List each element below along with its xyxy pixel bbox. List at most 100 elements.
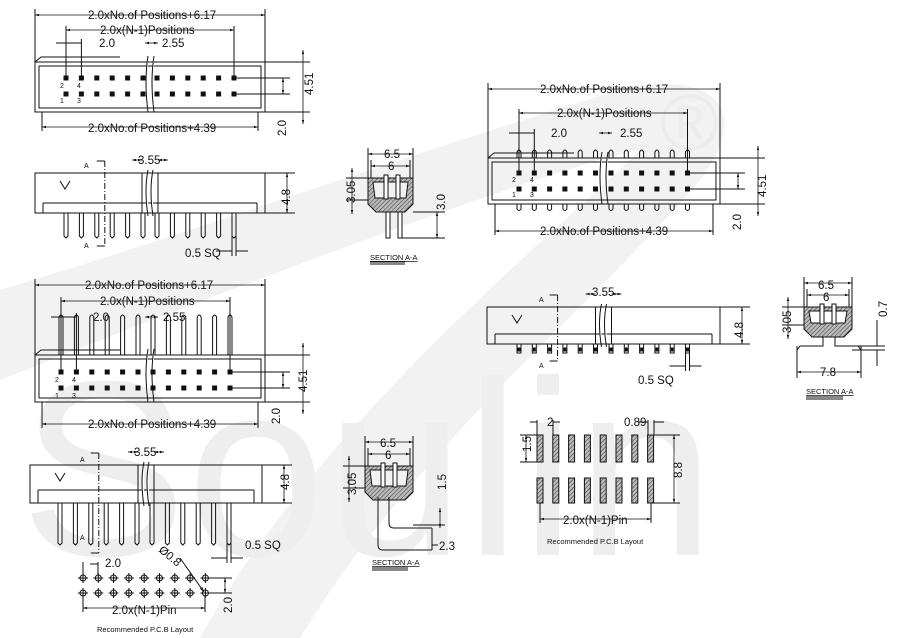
pin-label: 3 [72,393,76,400]
smt-pin-bottom [685,204,690,211]
pin [516,186,522,192]
dim-tail: 3.0 [436,194,448,210]
ra-pin-top [181,314,187,355]
pin [140,91,146,97]
pcb-pad [615,477,623,504]
pin-label: 2 [512,177,516,184]
pcb-pad [568,434,576,463]
pin [669,186,675,192]
pin [165,385,171,391]
pin-tail [211,503,217,546]
pin [639,186,645,192]
pin [94,75,100,81]
watermark-swoosh [0,84,725,638]
smt-pin-bottom [562,204,568,211]
pin [150,369,156,375]
pcb-pad [536,477,544,504]
smt-pin-bottom [639,204,645,211]
pin [216,75,222,81]
dim-height: 4.8 [280,474,292,490]
dim-key: 3.55 [134,447,156,459]
pin [58,385,64,391]
smt-pin-bottom [516,204,522,211]
pin [169,75,175,81]
pin-tail [88,503,94,546]
dim-outer: 6.5 [380,438,396,450]
dim-inner: 6 [385,450,391,462]
smt-pin-bottom [623,204,629,211]
pin-tail [57,503,63,546]
pin [125,91,131,97]
pin [577,170,583,176]
pcb-pad [583,434,591,463]
pin-label: 3 [530,192,534,199]
dim-key: 3.55 [138,155,160,167]
pin-tail [164,503,170,546]
pin [63,91,69,97]
section-mark: A [84,243,89,250]
pcb-pad [552,434,560,463]
pin-tail [216,213,222,239]
ra-pin-top [196,314,202,355]
pin-label: 1 [512,192,516,199]
pin [395,174,401,200]
section-mark: A [80,457,85,464]
break-line [145,169,154,217]
pin-tip [517,347,521,352]
pcb-caption: Recommended P.C.B Layout [97,625,194,634]
pin-tail [134,503,140,546]
dim-pitch: 2.0 [105,558,121,570]
smt-pin-bottom [669,204,675,211]
ra-top-view-labels: 2.0xNo.of Positions+6.17 2.0x(N-1)Positi… [55,280,310,431]
smt-pin-top [623,149,629,158]
pin [169,91,175,97]
dim-gap: 2.55 [162,38,184,50]
pin-tip [563,347,567,352]
pin [623,186,629,192]
pcb-caption: Recommended P.C.B Layout [547,537,644,546]
housing-inner [491,161,717,201]
break-line [599,303,607,348]
pin [212,385,218,391]
dim-span: 2.0x(N-1)Pin [112,605,177,617]
ra-pin-top [104,314,110,355]
section-title: SECTION A-A [372,558,420,567]
smt-pin-top [577,149,583,158]
smt-pin-top [669,149,675,158]
pin-tail [119,503,125,546]
smt-foot [796,337,862,351]
smt-pin-bottom [577,204,583,211]
pin-tip [609,347,613,352]
straight-section-labels: 6.5 6 3.05 3.0 SECTION A-A [346,149,448,262]
pin [547,170,553,176]
dim-overall: 2.0xNo.of Positions+6.17 [88,10,216,22]
smt-pin-top [639,149,645,158]
pin-tip [548,347,552,352]
dim-height: 4.8 [281,189,293,205]
pcb-pad [647,477,655,504]
pcb-pad [599,434,607,463]
pin [94,91,100,97]
break-line [145,55,155,113]
pin-tail [94,213,100,239]
pin [109,91,115,97]
smt-pin-bottom [531,204,537,211]
dim-pad-length: 1.5 [522,436,534,452]
leader-line [179,557,205,593]
dim-row-pitch: 2.0 [732,214,744,230]
housing-top [34,56,120,63]
dim-overall: 2.0xNo.of Positions+6.17 [85,280,213,292]
polarity-key-icon [54,472,66,482]
pcb-pad [631,477,639,504]
smt-pin-bottom [654,204,660,211]
pin [562,186,568,192]
straight-side-view-labels: 3.55 4.8 0.5 SQ A A [84,155,293,260]
pin [831,303,837,325]
pin [392,462,398,488]
smt-pcb-layout-labels: 2 0.89 1.5 8.8 2.0x(N-1)Pin Recommended … [522,417,685,546]
housing-outline [34,354,266,403]
pin [104,385,110,391]
section-title: SECTION A-A [370,253,418,262]
dim-gap: 2.55 [163,312,185,324]
